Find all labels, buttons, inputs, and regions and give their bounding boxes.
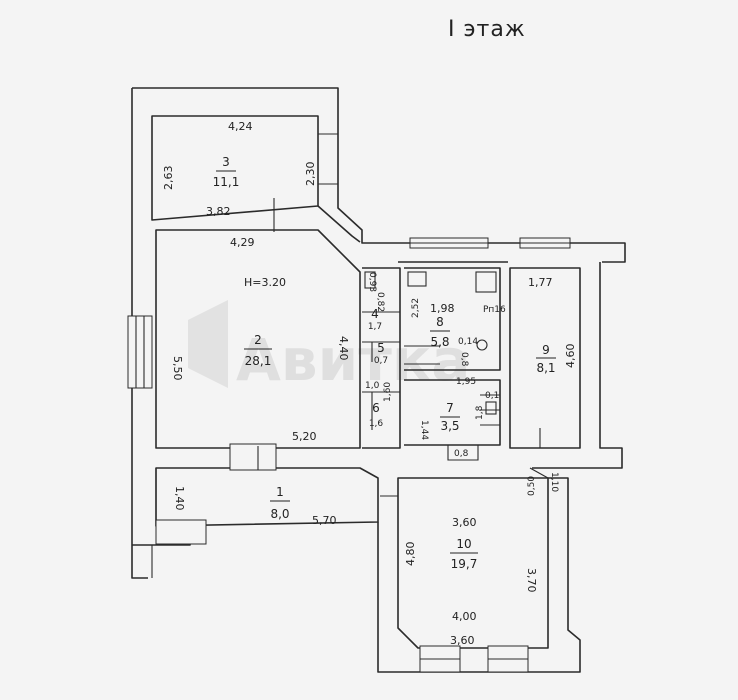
room-5-area: 0,7	[374, 356, 388, 366]
room-8-area: 5,8	[430, 335, 449, 349]
dim-r10-ne-b: 0,50	[527, 476, 537, 496]
window-room-2	[127, 315, 153, 389]
dim-r7-bottom: 0,8	[454, 449, 469, 459]
dim-r8-top: 1,98	[430, 302, 455, 315]
window-room-1-s	[155, 519, 207, 545]
dim-r8-small-a: 0,14	[458, 337, 478, 347]
pipe-icon	[476, 339, 488, 351]
dim-r6-side: 1,60	[383, 382, 393, 402]
dim-r8-mark: Рп16	[483, 305, 506, 315]
dim-r1-left: 1,40	[173, 486, 186, 511]
dimension-labels: 4,24 2,63 2,30 3,82 4,29 5,50 4,40 5,20 …	[162, 120, 577, 647]
dim-r8-small-b: 0,8	[459, 352, 469, 367]
room-8-number: 8	[436, 315, 444, 329]
ceiling-height: H=3.20	[244, 276, 286, 289]
room-6-number: 6	[372, 401, 380, 415]
dim-r7-top: 1,95	[456, 377, 476, 387]
room-5-number: 5	[377, 341, 385, 355]
room-10-number: 10	[456, 537, 471, 551]
dim-r5-side: 1,0	[365, 381, 380, 391]
room-9-number: 9	[542, 343, 550, 357]
dim-r3-top: 4,24	[228, 120, 253, 133]
dim-r3-right: 2,30	[304, 162, 317, 187]
stove-icon	[475, 271, 497, 293]
room-7-area: 3,5	[440, 419, 459, 433]
room-2-number: 2	[254, 333, 262, 347]
dim-r10-bottom-a: 4,00	[452, 610, 477, 623]
dim-r7-left: 1,44	[419, 420, 429, 440]
room-3-area: 11,1	[213, 175, 240, 189]
window-room-1-n	[229, 443, 277, 471]
room-9-area: 8,1	[536, 361, 555, 375]
room-2-area: 28,1	[245, 354, 272, 368]
dim-r2-bottom: 5,20	[292, 430, 317, 443]
dim-r2-top: 4,29	[230, 236, 255, 249]
dim-r1-bottom: 5,70	[312, 514, 337, 527]
room-6-area: 1,6	[369, 419, 384, 429]
watermark-text: Авитка	[236, 326, 470, 394]
dim-r4-top: 0,82	[375, 292, 385, 312]
room-1-number: 1	[276, 485, 284, 499]
dim-r4-side: 0,93	[367, 272, 377, 292]
dim-r10-ne-a: 1,10	[549, 472, 559, 492]
dim-r7-small: 0,1	[485, 391, 499, 401]
meter-icon	[485, 401, 497, 415]
watermark: Авитка	[188, 300, 470, 394]
dim-r8-left: 2,52	[411, 298, 421, 318]
room-10-area: 19,7	[451, 557, 478, 571]
dim-r2-right: 4,40	[337, 336, 350, 361]
dim-r2-left: 5,50	[171, 356, 184, 381]
room-1-area: 8,0	[270, 507, 289, 521]
room-7-number: 7	[446, 401, 454, 415]
room-4-area: 1,7	[368, 322, 382, 332]
dim-r3-left: 2,63	[162, 166, 175, 191]
room-3-number: 3	[222, 155, 230, 169]
dim-r3-bottom: 3,82	[206, 205, 231, 218]
dim-r10-right: 3,70	[525, 568, 538, 593]
floor-title: I этаж	[448, 17, 526, 42]
dim-r10-left: 4,80	[404, 542, 417, 567]
watermark-logo-icon	[188, 300, 228, 388]
sink-icon	[407, 271, 427, 287]
room-labels: 3 11,1 H=3.20 2 28,1 4 1,7 5 0,7 6 1,6 7…	[213, 155, 556, 571]
fixtures	[364, 271, 497, 415]
dim-r9-right: 4,60	[564, 344, 577, 369]
room-4-number: 4	[371, 307, 379, 321]
door-marks	[257, 198, 541, 497]
dim-r9-top: 1,77	[528, 276, 553, 289]
windows	[127, 237, 571, 673]
dim-r10-bottom-b: 3,60	[450, 634, 475, 647]
dim-r7-right: 1,8	[475, 405, 485, 420]
dim-r10-top: 3,60	[452, 516, 477, 529]
toilet-icon	[364, 271, 376, 289]
